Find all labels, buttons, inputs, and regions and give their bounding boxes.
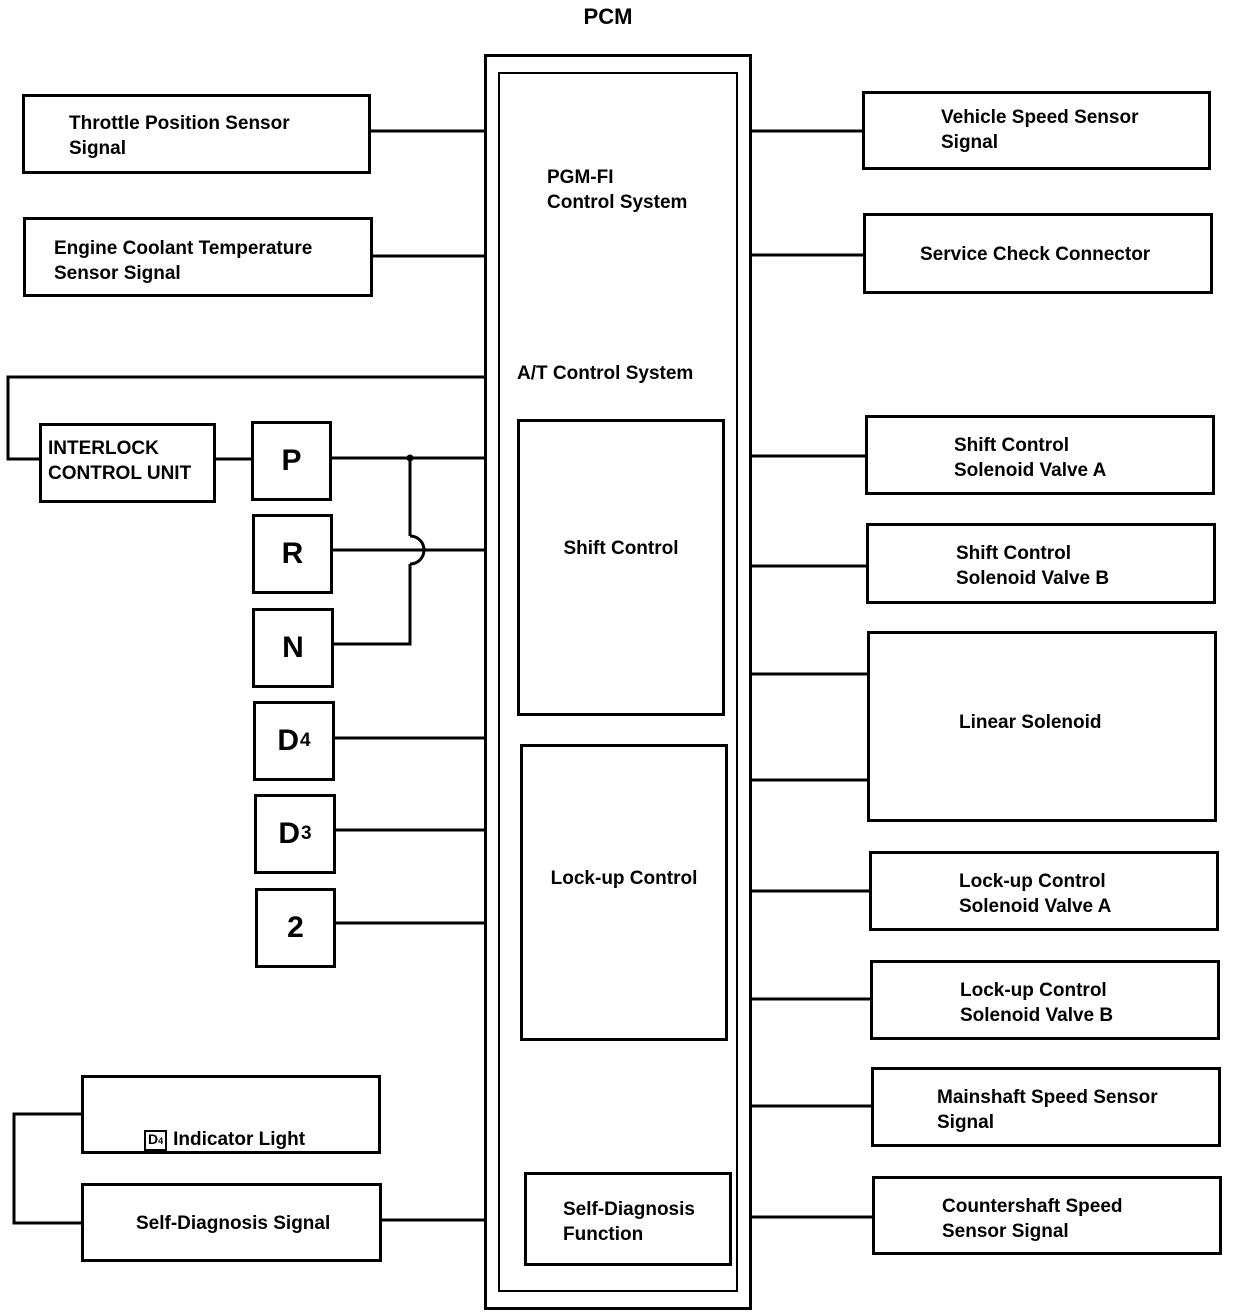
selector-d4-sub: 4 <box>300 730 311 751</box>
at-control-label: A/T Control System <box>517 363 694 384</box>
vehicle-speed-sensor-box: Vehicle Speed Sensor Signal <box>862 91 1211 170</box>
selector-d3-sub: 3 <box>301 823 312 844</box>
coolant-sensor-box: Engine Coolant Temperature Sensor Signal <box>23 217 373 297</box>
service-check-connector-box: Service Check Connector <box>863 213 1213 294</box>
wire-n <box>333 564 412 646</box>
selector-d3-label: D <box>278 817 301 850</box>
pcm-title: PCM <box>583 4 633 29</box>
throttle-sensor-label: Throttle Position Sensor Signal <box>69 113 290 159</box>
countershaft-speed-sensor-box: Countershaft Speed Sensor Signal <box>872 1176 1222 1255</box>
interlock-control-unit-label: INTERLOCK CONTROL UNIT <box>48 438 192 484</box>
selector-r-label: R <box>281 537 304 570</box>
d4-icon-sub: 4 <box>158 1136 164 1146</box>
shift-solenoid-a-box: Shift Control Solenoid Valve A <box>865 415 1215 495</box>
linear-solenoid-box: Linear Solenoid <box>867 631 1217 822</box>
d4-indicator-icon: D4 <box>144 1130 168 1151</box>
self-diagnosis-signal-box: Self-Diagnosis Signal <box>81 1183 382 1262</box>
shift-solenoid-b-label: Shift Control Solenoid Valve B <box>956 543 1110 589</box>
pgmfi-label: PGM-FI Control System <box>547 167 688 213</box>
selector-2: 2 <box>255 888 336 968</box>
selector-p-label: P <box>281 444 302 477</box>
shift-solenoid-b-box: Shift Control Solenoid Valve B <box>866 523 1216 604</box>
service-check-connector-label: Service Check Connector <box>920 244 1151 265</box>
throttle-sensor-box: Throttle Position Sensor Signal <box>22 94 371 174</box>
d4-icon-letter: D <box>148 1131 159 1147</box>
selector-n: N <box>252 608 334 688</box>
shift-solenoid-a-label: Shift Control Solenoid Valve A <box>954 435 1107 481</box>
lockup-solenoid-b-box: Lock-up Control Solenoid Valve B <box>870 960 1220 1040</box>
lockup-solenoid-a-label: Lock-up Control Solenoid Valve A <box>959 871 1112 917</box>
lockup-control-label: Lock-up Control <box>550 868 698 889</box>
selector-p: P <box>251 421 332 501</box>
interlock-control-unit-box: INTERLOCK CONTROL UNIT <box>39 423 216 503</box>
shift-control-label: Shift Control <box>563 538 679 559</box>
vehicle-speed-sensor-label: Vehicle Speed Sensor Signal <box>941 107 1139 153</box>
self-diag-function-label: Self-Diagnosis Function <box>563 1199 695 1245</box>
lockup-control-box: Lock-up Control <box>520 744 728 1041</box>
self-diag-function-box: Self-Diagnosis Function <box>524 1172 732 1266</box>
wire-junction <box>406 454 414 462</box>
selector-2-label: 2 <box>287 911 304 944</box>
self-diagnosis-signal-label: Self-Diagnosis Signal <box>136 1213 331 1234</box>
lockup-solenoid-a-box: Lock-up Control Solenoid Valve A <box>869 851 1219 931</box>
selector-r: R <box>252 514 333 594</box>
shift-control-box: Shift Control <box>517 419 725 716</box>
linear-solenoid-label: Linear Solenoid <box>959 712 1102 733</box>
wire-diag-loop <box>12 1112 82 1225</box>
mainshaft-speed-sensor-label: Mainshaft Speed Sensor Signal <box>937 1087 1158 1133</box>
d4-indicator-text: Indicator Light <box>173 1129 306 1150</box>
wire-interlock-loop <box>6 375 500 461</box>
lockup-solenoid-b-label: Lock-up Control Solenoid Valve B <box>960 980 1114 1026</box>
coolant-sensor-label: Engine Coolant Temperature Sensor Signal <box>54 238 313 284</box>
selector-n-label: N <box>282 631 304 664</box>
mainshaft-speed-sensor-box: Mainshaft Speed Sensor Signal <box>871 1067 1221 1147</box>
selector-d4-label: D <box>277 724 300 757</box>
countershaft-speed-sensor-label: Countershaft Speed Sensor Signal <box>942 1196 1123 1242</box>
